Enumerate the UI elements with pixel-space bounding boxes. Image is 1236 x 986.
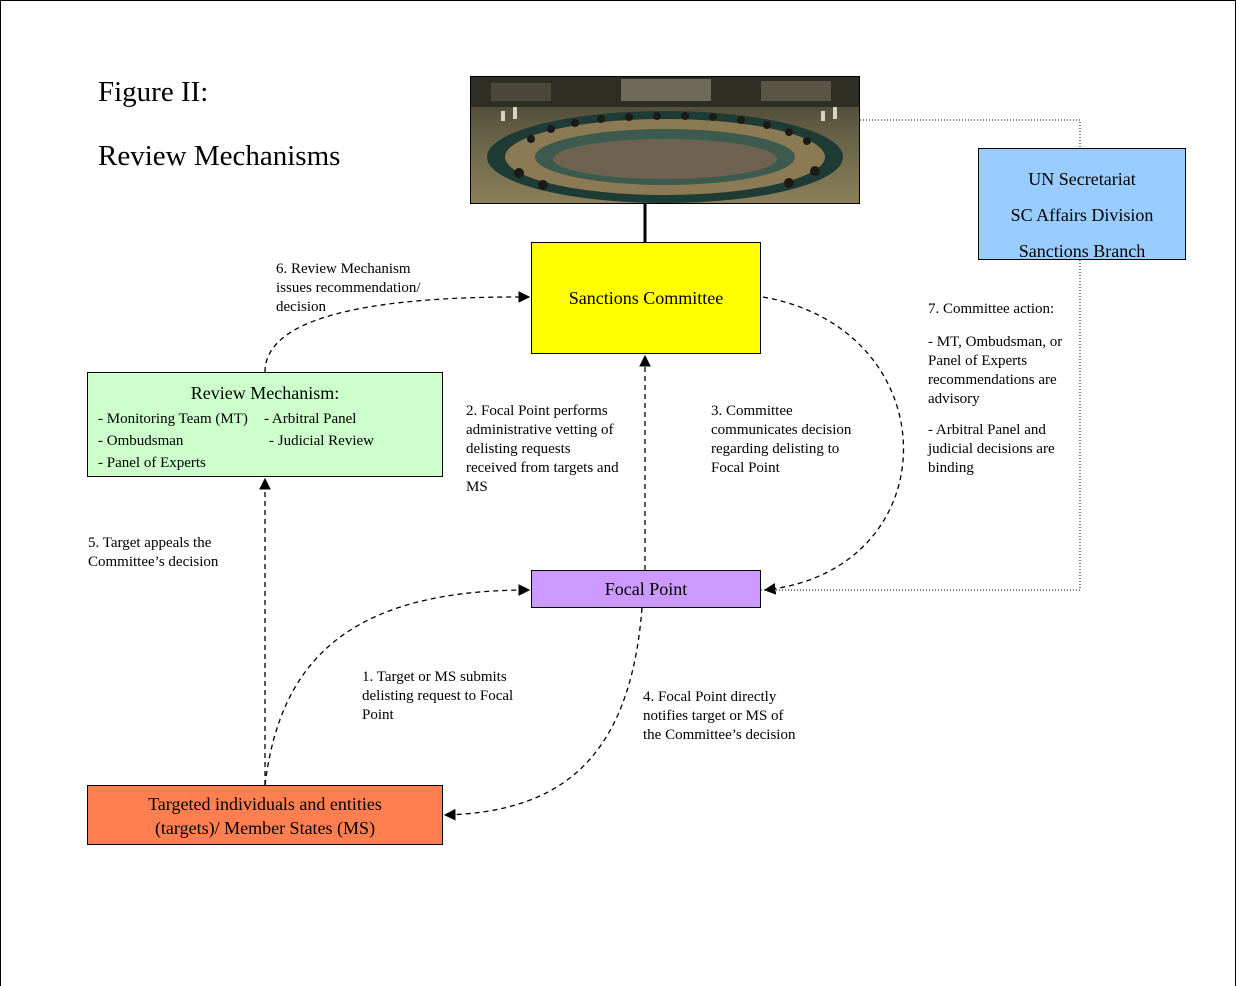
un-secretariat-box: UN Secretariat SC Affairs Division Sanct…	[978, 148, 1186, 261]
review-item-monitoring-team: - Monitoring Team (MT)	[98, 411, 248, 427]
security-council-photo	[470, 76, 860, 204]
review-item-ombudsman: - Ombudsman	[98, 433, 184, 449]
review-item-panel-of-experts: - Panel of Experts	[98, 455, 206, 471]
figure-title: Figure II:	[98, 76, 209, 108]
step-5-line: 5. Target appeals the	[88, 535, 212, 551]
focal-point-box: Focal Point	[531, 570, 761, 608]
step-2-line: delisting requests	[466, 441, 571, 457]
step-4-note: 4. Focal Point directly notifies target …	[643, 688, 795, 745]
step-2-line: administrative vetting of	[466, 422, 614, 438]
step-3-note: 3. Committee communicates decision regar…	[711, 402, 851, 478]
targets-line-2: (targets)/ Member States (MS)	[154, 818, 376, 838]
step-4-line: the Committee’s decision	[643, 727, 796, 743]
step-1-line: Point	[362, 707, 394, 723]
step-6-line: issues recommendation/	[276, 280, 421, 296]
secretariat-focal-link	[761, 260, 1081, 591]
arrow-step-4	[443, 607, 643, 821]
step-4-line: 4. Focal Point directly	[643, 689, 777, 705]
un-secretariat-line: UN Secretariat	[1028, 169, 1136, 189]
step-5-line: Committee’s decision	[88, 554, 219, 570]
review-item-arbitral-panel: - Arbitral Panel	[264, 411, 357, 427]
review-mechanism-box: Review Mechanism: - Monitoring Team (MT)…	[87, 372, 443, 477]
focal-point-label: Focal Point	[604, 578, 688, 599]
step-2-line: 2. Focal Point performs	[466, 403, 608, 419]
secretariat-link	[860, 119, 1081, 148]
arrow-step-6	[264, 291, 531, 373]
step-1-line: delisting request to Focal	[362, 688, 514, 704]
step-7-heading: 7. Committee action:	[928, 301, 1055, 317]
step-2-line: received from targets and	[466, 460, 619, 476]
sanctions-committee-box: Sanctions Committee	[531, 242, 761, 354]
sanctions-committee-label: Sanctions Committee	[568, 287, 724, 308]
figure-subtitle: Review Mechanisms	[98, 140, 341, 172]
review-item-judicial-review: - Judicial Review	[269, 433, 374, 449]
arrow-step-1	[264, 584, 531, 786]
step-7-line: judicial decisions are	[928, 441, 1055, 457]
step-2-line: MS	[466, 479, 488, 495]
step-6-note: 6. Review Mechanism issues recommendatio…	[276, 260, 421, 317]
step-1-line: 1. Target or MS submits	[362, 669, 507, 685]
review-mechanism-heading: Review Mechanism:	[190, 383, 340, 403]
targets-box: Targeted individuals and entities (targe…	[87, 785, 443, 845]
step-3-line: 3. Committee	[711, 403, 793, 419]
step-7-note: 7. Committee action: - MT, Ombudsman, or…	[928, 300, 1062, 478]
step-7-line: - MT, Ombudsman, or	[928, 334, 1063, 350]
step-7-line: recommendations are	[928, 372, 1057, 388]
step-3-line: Focal Point	[711, 460, 780, 476]
step-5-note: 5. Target appeals the Committee’s decisi…	[88, 534, 218, 572]
targets-line-1: Targeted individuals and entities	[148, 794, 382, 814]
step-7-line: advisory	[928, 391, 980, 407]
step-2-note: 2. Focal Point performs administrative v…	[466, 402, 619, 497]
step-6-line: decision	[276, 299, 326, 315]
step-4-line: notifies target or MS of	[643, 708, 784, 724]
step-3-line: communicates decision	[711, 422, 852, 438]
step-7-line: - Arbitral Panel and	[928, 422, 1046, 438]
step-3-line: regarding delisting to	[711, 441, 840, 457]
step-1-note: 1. Target or MS submits delisting reques…	[362, 668, 513, 725]
sanctions-branch-line: Sanctions Branch	[1018, 241, 1146, 261]
step-7-line: binding	[928, 460, 974, 476]
sc-affairs-division-line: SC Affairs Division	[1010, 205, 1154, 225]
arrow-step-3	[762, 296, 904, 595]
step-6-line: 6. Review Mechanism	[276, 261, 411, 277]
step-7-line: Panel of Experts	[928, 353, 1028, 369]
